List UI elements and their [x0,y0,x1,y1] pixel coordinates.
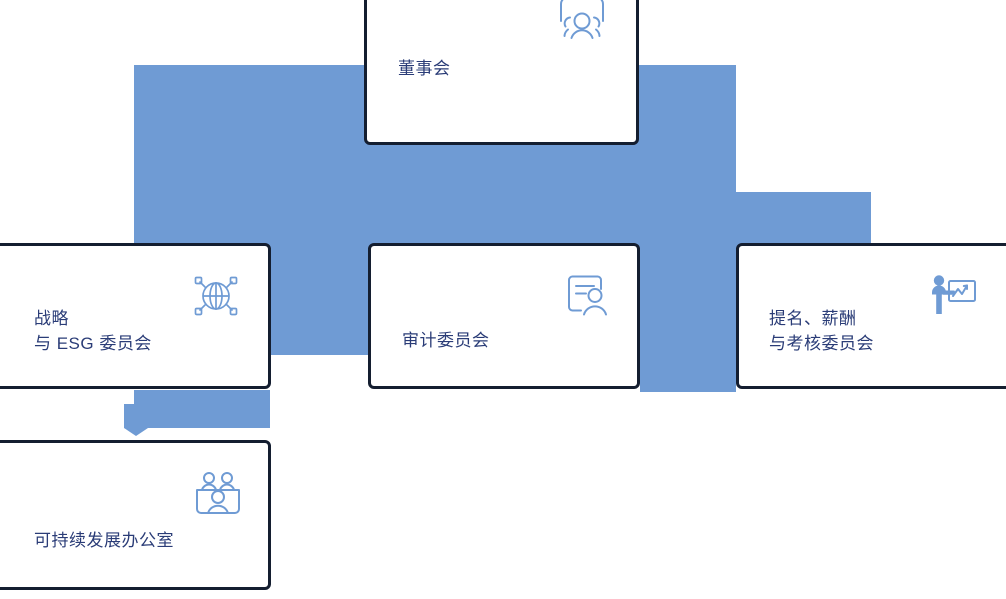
team-of-three-icon [191,468,245,522]
presenter-chart-icon [926,269,980,323]
connector-esg-stem-foot [124,404,270,428]
node-label-audit: 审计委员会 [402,331,490,350]
connector-drop-left [270,255,368,355]
node-card-nomination[interactable]: 提名、薪酬 与考核委员会 [736,243,1006,389]
node-card-audit[interactable]: 审计委员会 [368,243,640,389]
document-person-icon [559,269,613,323]
globe-network-icon [189,269,243,323]
group-of-people-icon [555,0,609,45]
node-card-sustainability-office[interactable]: 可持续发展办公室 [0,440,271,590]
node-label-strategy-esg: 战略 与 ESG 委员会 [34,309,152,353]
node-label-board: 董事会 [398,59,451,78]
connector-drop-right [640,255,736,392]
node-card-board[interactable]: 董事会 [364,0,639,145]
node-card-strategy-esg[interactable]: 战略 与 ESG 委员会 [0,243,271,389]
node-label-sustainability-office: 可持续发展办公室 [34,531,174,550]
node-label-nomination: 提名、薪酬 与考核委员会 [769,309,874,353]
arrow-down-icon [124,428,148,436]
